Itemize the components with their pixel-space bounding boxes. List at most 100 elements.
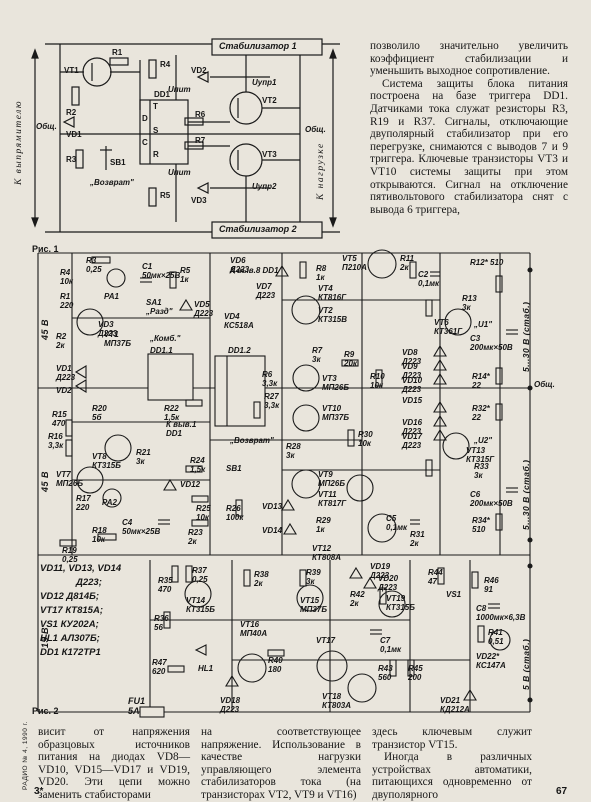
label-komb: „Комб." xyxy=(150,334,181,343)
label-obsh-right: Общ. xyxy=(305,125,326,134)
body-text-top: позволило значительно увеличить коэффици… xyxy=(370,40,568,216)
label-c-pin: C xyxy=(142,138,148,147)
label-r23: R23 2к xyxy=(188,528,203,546)
label-sb1: SB1 xyxy=(110,158,126,167)
label-c3: C3 200мк×50В xyxy=(470,334,513,352)
label-vd15: VD15 xyxy=(402,396,423,405)
label-c1: C1 50мк×25В xyxy=(142,262,181,280)
label-s: S xyxy=(153,126,159,135)
label-r24: R24 1,5к xyxy=(190,456,206,474)
obsh-label: Общ. xyxy=(534,380,555,389)
label-vd5: VD5 Д223 xyxy=(194,300,214,318)
legend-line: VS1 КУ202А; xyxy=(40,619,99,630)
label-r6-fig2: R6 3,3к xyxy=(262,370,278,388)
paragraph: Иногда в различных устройствах автоматик… xyxy=(372,751,532,801)
label-vd3-fig2: VD3 Д223 xyxy=(98,320,118,338)
label-r33: R33 3к xyxy=(474,462,489,480)
fig2-label: Рис. 2 xyxy=(32,706,59,716)
label-fu1: FU1 5А xyxy=(128,696,146,716)
label-c5: C5 0,1мк xyxy=(386,514,408,532)
paragraph: Система защиты блока питания построена н… xyxy=(370,77,568,216)
label-vd3: VD3 xyxy=(191,196,207,205)
label-r15: R15 470 xyxy=(52,410,67,428)
label-vd21: VD21 КД212А xyxy=(440,696,470,714)
label-vt6: VT6 КТ361Г xyxy=(434,318,463,336)
label-r10: R10 10к xyxy=(370,372,385,390)
legend-line: VT17 КТ815А; xyxy=(40,605,103,616)
label-vd18: VD18 Д223 xyxy=(220,696,241,714)
label-r8: R8 1к xyxy=(316,264,327,282)
legend-line: VD11, VD13, VD14 xyxy=(40,563,122,574)
label-r25: R25 10к xyxy=(196,504,211,522)
label-vd19: VD19 Д223 xyxy=(370,562,391,580)
label-r11: R11 2к xyxy=(400,254,415,272)
label-vt11: VT11 КТ817Г xyxy=(318,490,347,508)
label-c4: C4 50мк×25В xyxy=(122,518,161,536)
label-vt3: VT3 xyxy=(262,150,277,159)
label-vt5: VT5 П210А xyxy=(342,254,367,272)
label-upit-bot: Uпит xyxy=(168,168,191,177)
label-sb1-fig2: SB1 xyxy=(226,464,242,473)
label-vt3-fig2: VT3 МП26Б xyxy=(322,374,349,392)
label-c8: C8 1000мк×6,3В xyxy=(476,604,526,622)
label-vd6: VD6 Д223 xyxy=(230,256,250,274)
label-vd2-fig2: VD2 xyxy=(56,386,72,395)
label-vd12: VD12 xyxy=(180,480,201,489)
label-vd1: VD1 xyxy=(66,130,82,139)
label-vt14: VT14 КТ315Б xyxy=(186,596,215,614)
output-u2: 5...30 В (стаб.) xyxy=(521,459,531,530)
label-upit-top: Uпит xyxy=(168,85,191,94)
label-vd7: VD7 Д223 xyxy=(256,282,276,300)
body-col-1: висит от напряжения образцовых источнико… xyxy=(38,726,190,802)
label-vt1-fig2: VT1 МП37Б xyxy=(104,330,131,348)
label-r6: R6 xyxy=(195,110,206,119)
label-vd17: VD17 Д223 xyxy=(402,432,423,450)
label-u2: „U2" xyxy=(474,436,493,445)
label-vt17: VT17 xyxy=(316,636,336,645)
label-r30: R30 10к xyxy=(358,430,373,448)
output-5v: 5 В (стаб.) xyxy=(521,638,531,690)
label-vt13: VT13 КТ315Г xyxy=(466,446,495,464)
label-vd22: VD22* КС147А xyxy=(476,652,506,670)
label-dd1: DD1 xyxy=(154,90,171,99)
magazine-issue-sidetext: РАДИО № 4, 1990 г. xyxy=(22,720,29,790)
label-r2: R2 xyxy=(66,108,77,117)
label-r28: R28 3к xyxy=(286,442,301,460)
label-r19: R19 0,25 xyxy=(62,546,78,564)
rail-45v-bottom: 45 В xyxy=(40,470,50,492)
label-r2-fig2: R2 2к xyxy=(56,332,67,350)
label-vd14: VD14 xyxy=(262,526,283,535)
label-vd8: VD8 Д223 xyxy=(402,348,422,366)
label-vt19: VT19 КТ315Б xyxy=(386,594,415,612)
label-r27: R27 3,3к xyxy=(264,392,280,410)
legend-line: VD12 Д814Б; xyxy=(40,591,100,602)
label-r35: R35 470 xyxy=(158,576,173,594)
label-r22: R22 1,5к xyxy=(164,404,180,422)
legend-line: HL1 АЛ307Б; xyxy=(40,633,100,644)
page-mark-left: 3* xyxy=(34,786,44,797)
label-vt15: VT15 МП37Б xyxy=(300,596,327,614)
label-r40: R40 180 xyxy=(268,656,283,674)
rail-45v-top: 45 В xyxy=(40,318,50,340)
label-vt18: VT18 КТ803А xyxy=(322,692,352,710)
page-number: 67 xyxy=(556,786,568,797)
label-vt2-fig2: VT2 КТ315В xyxy=(318,306,348,324)
parts-legend: VD11, VD13, VD14 Д223; VD12 Д814Б; VT17 … xyxy=(40,562,121,660)
label-r41: R41 0,51 xyxy=(488,628,504,646)
label-r5-fig2: R5 1к xyxy=(180,266,191,284)
label-r9: R9 20к xyxy=(344,350,357,368)
label-r39: R39 3к xyxy=(306,568,321,586)
label-dd11: DD1.1 xyxy=(150,346,173,355)
label-r4-fig2: R4 10к xyxy=(60,268,73,286)
label-r47: R47 620 xyxy=(152,658,167,676)
label-c6: C6 200мк×50В xyxy=(470,490,513,508)
label-r1: R1 xyxy=(112,48,123,57)
legend-line: Д223; xyxy=(76,577,102,588)
paragraph: позволило значительно увеличить коэффици… xyxy=(370,40,568,78)
label-r13: R13 3к xyxy=(462,294,477,312)
label-hl1: HL1 xyxy=(198,664,214,673)
label-d-pin: D xyxy=(142,114,148,123)
label-vd16: VD16 Д223 xyxy=(402,418,423,436)
